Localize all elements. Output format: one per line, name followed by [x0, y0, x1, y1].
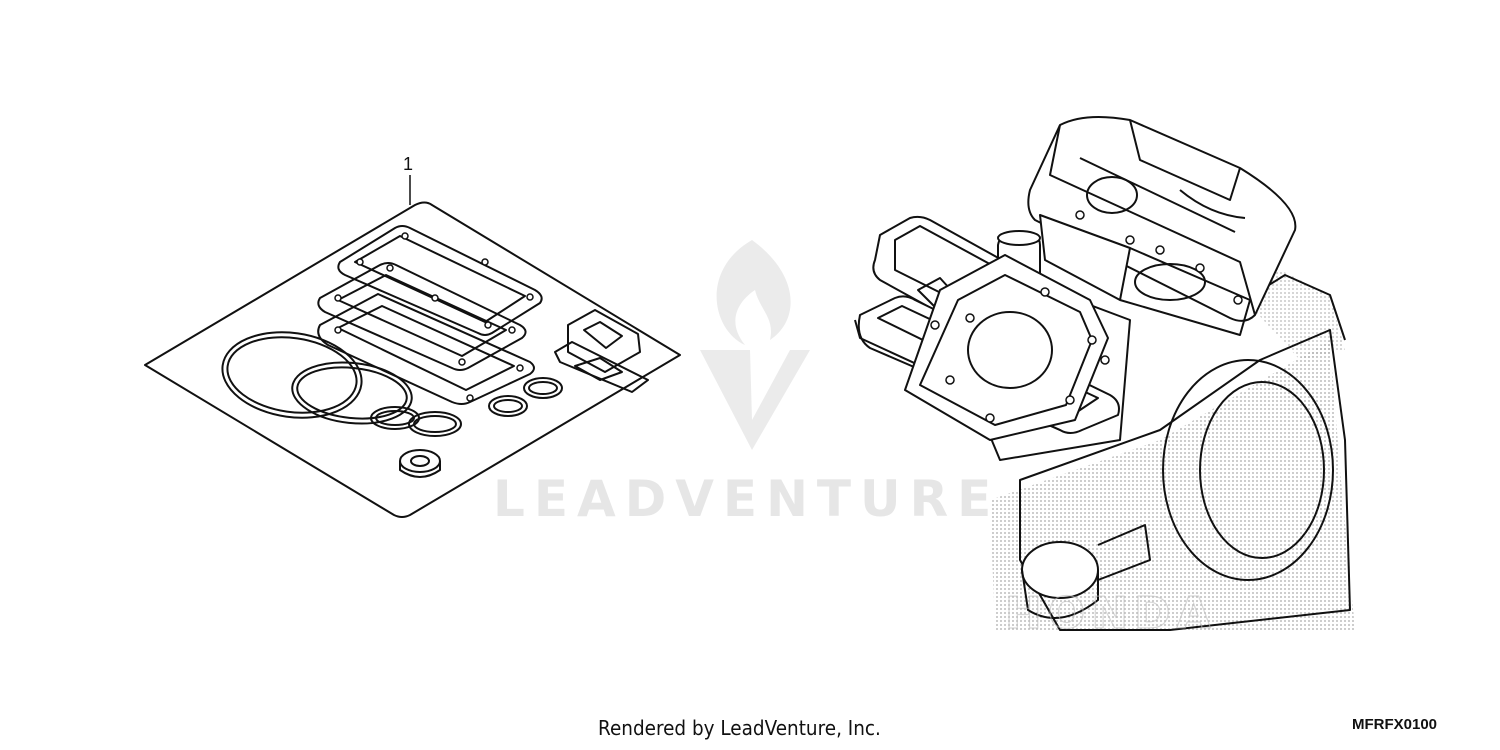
diagram-code: MFRFX0100	[1352, 716, 1438, 733]
footer-credit: Rendered by LeadVenture, Inc.	[598, 716, 881, 740]
kit-bag-outline	[144, 201, 681, 518]
watermark-logo-icon	[700, 240, 810, 450]
v-twin-engine-icon	[854, 116, 1355, 631]
gasket-kit-icon	[144, 175, 681, 518]
brand-mark-text: HONDA	[1005, 588, 1217, 639]
watermark-text: LEADVENTURE	[493, 470, 1001, 528]
callout-label: 1	[403, 154, 413, 174]
